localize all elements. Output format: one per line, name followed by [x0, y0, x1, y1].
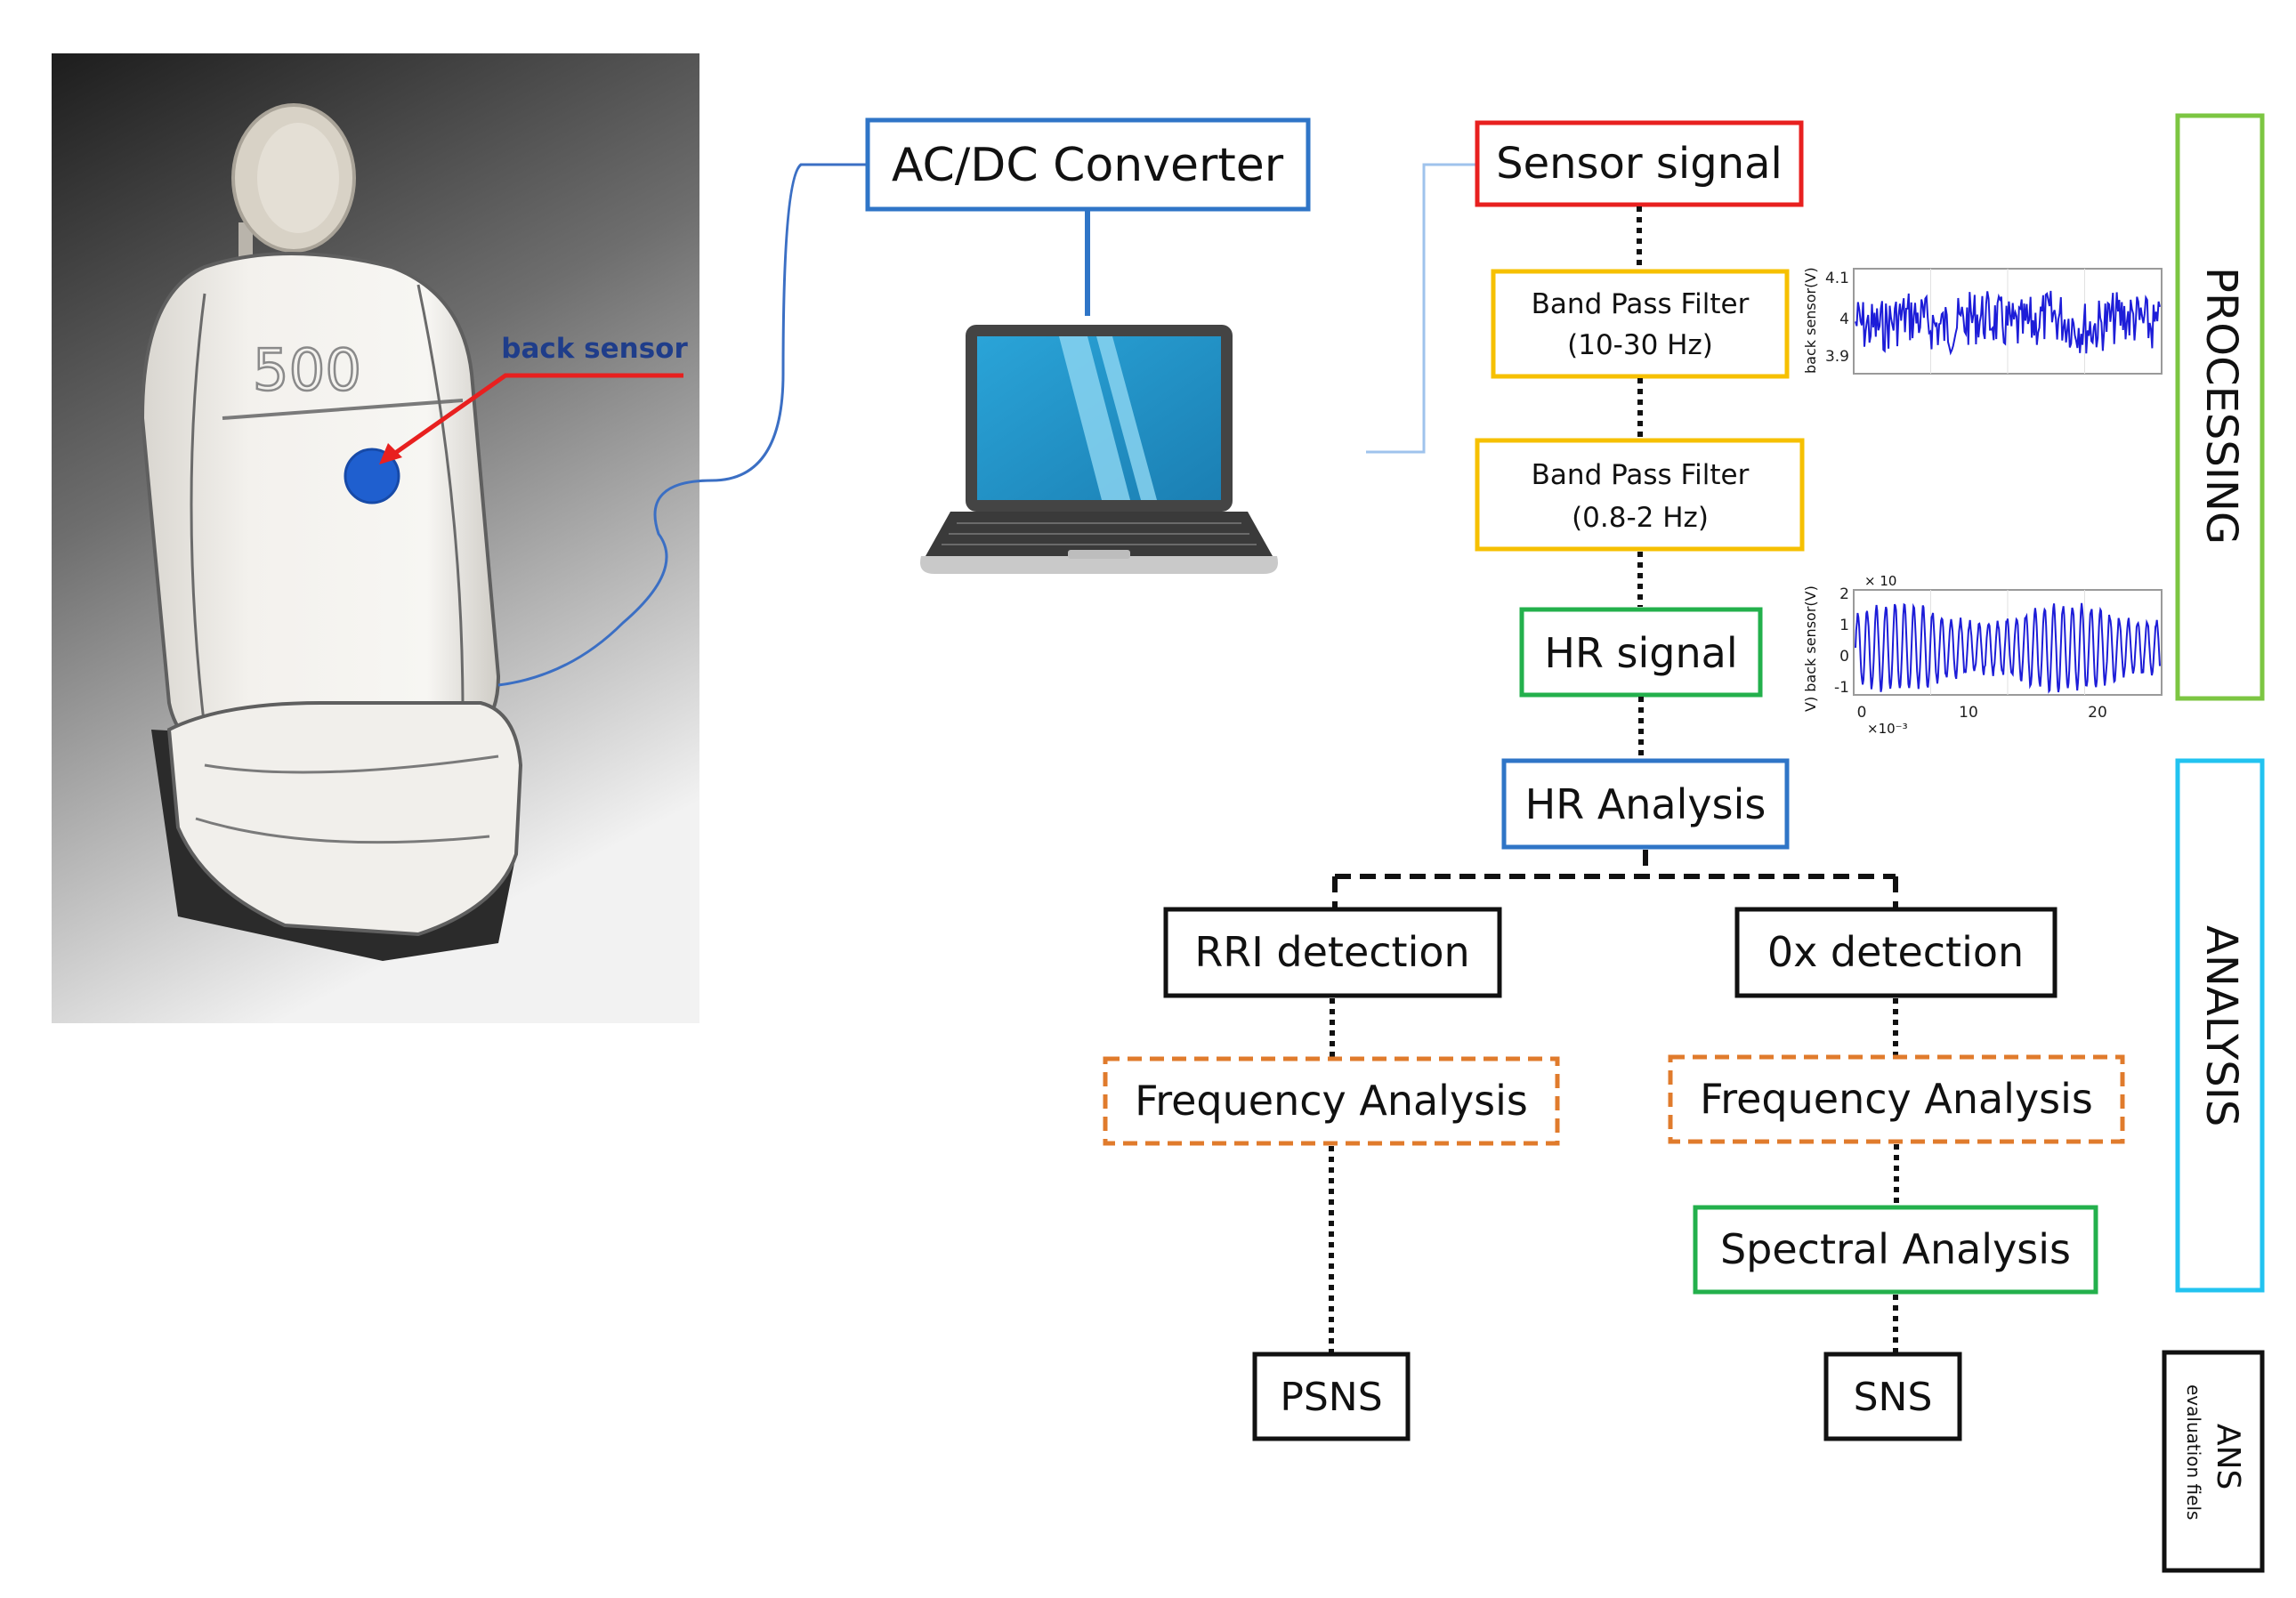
psns-frame — [1252, 1352, 1411, 1441]
plot1-ytick-2: 4 — [1839, 311, 1849, 328]
plot1-ytick-3: 3.9 — [1825, 348, 1849, 366]
spectral-label: Spectral Analysis — [1720, 1225, 2071, 1273]
seat-piping-left — [190, 293, 206, 730]
screen-glare-2 — [1096, 336, 1157, 500]
seat-cushion — [166, 701, 523, 937]
converter-label: AC/DC Converter — [892, 139, 1284, 192]
sensor-signal-box: Sensor signal — [1475, 120, 1804, 207]
processing-label: PROCESSING — [2196, 267, 2246, 545]
sensor-signal-label: Sensor signal — [1496, 139, 1783, 189]
hr-signal-label: HR signal — [1544, 629, 1737, 677]
plot2-trace — [1855, 602, 2161, 694]
plot2-xtick-3: 20 — [2088, 704, 2107, 722]
headrest-inner — [257, 123, 339, 233]
sns-box: SNS — [1823, 1352, 1962, 1441]
plot1-ytick-1: 4.1 — [1825, 270, 1849, 287]
processing-section: PROCESSING — [2175, 113, 2265, 701]
hr-signal-frame — [1519, 607, 1763, 698]
ans-frame — [2162, 1350, 2265, 1573]
hr-analysis-box: HR Analysis — [1501, 758, 1790, 850]
filter1-frame — [1491, 269, 1790, 379]
seat-seam — [222, 399, 464, 420]
plot2-ytick-3: 0 — [1839, 648, 1849, 666]
screen-glare — [1059, 336, 1130, 500]
hr-signal-box: HR signal — [1519, 607, 1763, 698]
plot2-ytick-2: 1 — [1839, 617, 1849, 634]
plot2-ytick-4: -1 — [1834, 679, 1849, 697]
sensor-cable — [497, 163, 868, 687]
plot2-xtick-1: 0 — [1857, 704, 1867, 722]
back-sensor-label: back sensor — [501, 333, 688, 365]
seat-back — [140, 252, 501, 759]
sns-frame — [1823, 1352, 1962, 1441]
ans-section: ANS evaluation fiels — [2162, 1350, 2265, 1573]
cushion-seam — [204, 755, 499, 774]
filter1-line2: (10-30 Hz) — [1567, 329, 1713, 361]
plot2-ylabel: V) back sensor(V) — [1802, 585, 1819, 712]
plot-hr-signal: × 10 2 1 0 -1 V) back sensor(V) 0 10 20 … — [1802, 573, 2163, 737]
cushion-seam-2 — [195, 817, 490, 844]
laptop-keys — [942, 522, 1257, 545]
filter2-line1: Band Pass Filter — [1532, 459, 1750, 491]
ox-detection-frame — [1734, 907, 2058, 998]
analysis-frame — [2175, 758, 2265, 1293]
laptop-icon — [920, 325, 1278, 574]
freq-right-label: Frequency Analysis — [1700, 1075, 2093, 1123]
spectral-analysis-box: Spectral Analysis — [1693, 1205, 2098, 1295]
seat-logo: 500 — [253, 338, 361, 404]
analysis-branch-connector — [1332, 850, 1898, 908]
filter1-box: Band Pass Filter (10-30 Hz) — [1491, 269, 1790, 379]
laptop-base — [920, 556, 1278, 574]
rri-detection-label: RRI detection — [1194, 928, 1469, 976]
sensor-signal-frame — [1475, 120, 1804, 207]
hr-analysis-label: HR Analysis — [1525, 780, 1766, 828]
analysis-section: ANALYSIS — [2175, 758, 2265, 1293]
seat-piping-right — [416, 284, 465, 713]
spectral-frame — [1693, 1205, 2098, 1295]
freq-right-frame — [1668, 1054, 2125, 1144]
psns-label: PSNS — [1280, 1375, 1382, 1420]
ans-label: ANS — [2210, 1424, 2246, 1489]
hr-analysis-frame — [1501, 758, 1790, 850]
filter1-line1: Band Pass Filter — [1532, 288, 1750, 320]
ox-detection-label: 0x detection — [1767, 928, 2024, 976]
ans-sublabel: evaluation fiels — [2183, 1384, 2204, 1520]
sensor-pointer-line — [390, 373, 683, 458]
converter-box: AC/DC Converter — [865, 117, 1311, 212]
plot2-ytick-1: 2 — [1839, 585, 1849, 603]
sensor-pointer-arrowhead — [379, 443, 402, 464]
sns-label: SNS — [1854, 1375, 1933, 1420]
plot1-ylabel: back sensor(V) — [1802, 267, 1819, 374]
filter2-frame — [1475, 438, 1805, 552]
freq-analysis-left-box: Frequency Analysis — [1103, 1056, 1560, 1146]
ox-detection-box: 0x detection — [1734, 907, 2058, 998]
seat-photo: 500 back sensor — [52, 53, 699, 1023]
filter2-box: Band Pass Filter (0.8-2 Hz) — [1475, 438, 1805, 552]
analysis-label: ANALYSIS — [2196, 925, 2246, 1126]
freq-left-frame — [1103, 1056, 1560, 1146]
plot2-x-exponent: ×10⁻³ — [1867, 721, 1908, 737]
rri-detection-box: RRI detection — [1163, 907, 1502, 998]
psns-box: PSNS — [1252, 1352, 1411, 1441]
laptop-trackpad — [1068, 550, 1130, 559]
filter2-line2: (0.8-2 Hz) — [1572, 502, 1709, 534]
plot1-trace — [1855, 290, 2161, 356]
rri-detection-frame — [1163, 907, 1502, 998]
plot2-xtick-2: 10 — [1959, 704, 1978, 722]
freq-analysis-right-box: Frequency Analysis — [1668, 1054, 2125, 1144]
plot-filtered-signal: 4.1 4 3.9 back sensor(V) — [1802, 267, 2163, 375]
plot2-exponent: × 10 — [1864, 573, 1896, 589]
laptop-processing-link — [1366, 163, 1477, 454]
back-sensor-dot — [344, 448, 400, 504]
freq-left-label: Frequency Analysis — [1135, 1077, 1528, 1125]
processing-frame — [2175, 113, 2265, 701]
